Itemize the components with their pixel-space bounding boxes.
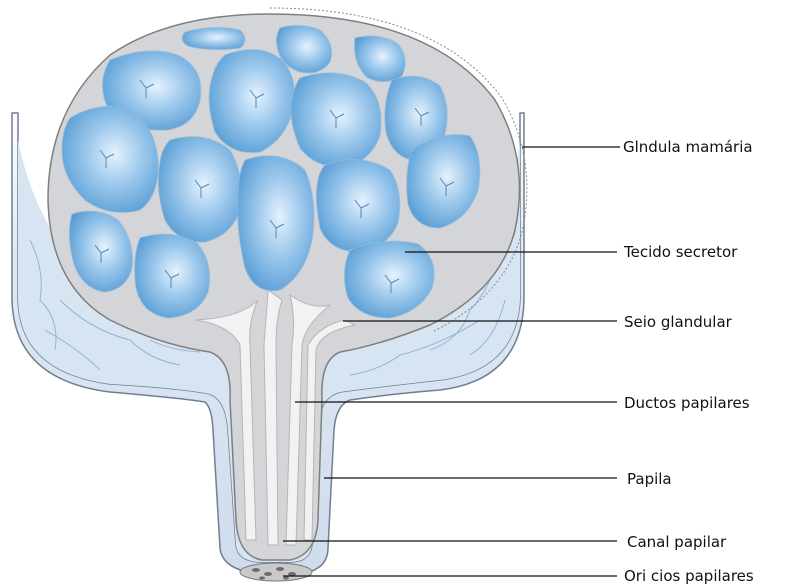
teat-tip (240, 563, 312, 581)
label-papila: Papila (627, 470, 672, 488)
label-seio-glandular: Seio glandular (624, 313, 733, 331)
label-orificios-papilares: Ori cios papilares (624, 567, 754, 584)
label-canal-papilar: Canal papilar (627, 533, 727, 551)
label-glandula-mamaria: Glndula mamária (623, 138, 753, 156)
label-tecido-secretor: Tecido secretor (623, 243, 738, 261)
label-ductos-papilares: Ductos papilares (624, 394, 750, 412)
